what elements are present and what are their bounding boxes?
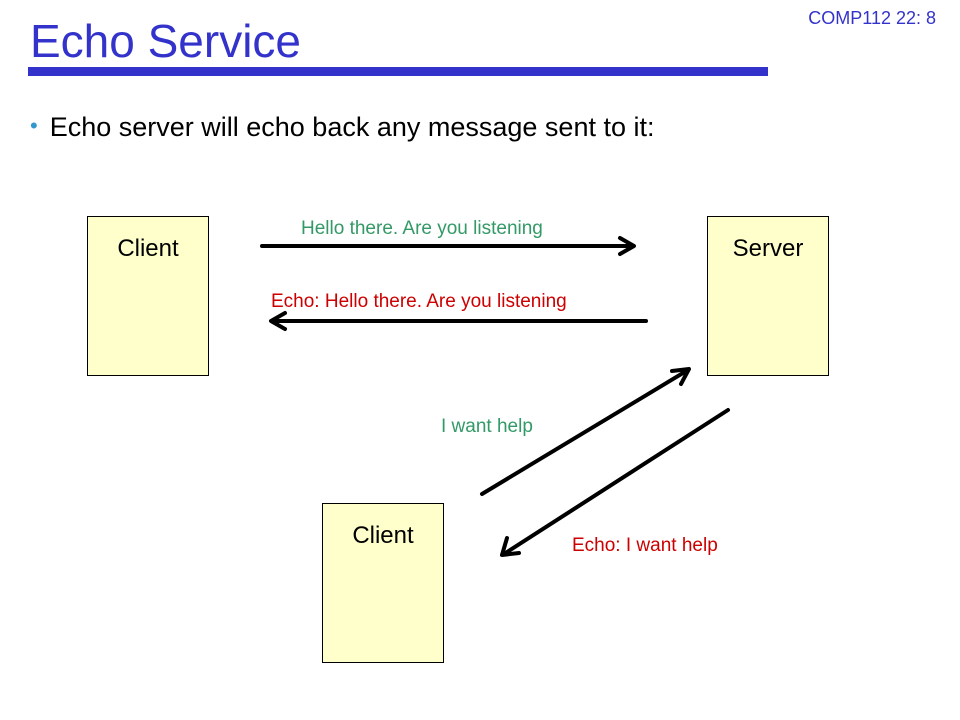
client-box-top: Client bbox=[87, 216, 209, 376]
client-label-bottom: Client bbox=[352, 522, 414, 549]
server-label: Server bbox=[732, 235, 804, 262]
arrow-client-to-server bbox=[260, 236, 636, 256]
server-box: Server bbox=[707, 216, 829, 376]
slide-title: Echo Service bbox=[30, 15, 302, 67]
echo-help: Echo: I want help bbox=[572, 535, 718, 556]
bullet-text: Echo server will echo back any message s… bbox=[49, 112, 655, 142]
client-box-bottom: Client bbox=[322, 503, 444, 663]
bullet-dot-icon: • bbox=[30, 113, 38, 138]
echo-hello: Echo: Hello there. Are you listening bbox=[271, 291, 567, 312]
client-label-top: Client bbox=[117, 235, 179, 262]
message-hello: Hello there. Are you listening bbox=[301, 218, 543, 239]
arrow-server-to-bottom-client bbox=[500, 408, 730, 557]
slide-number: COMP112 22: 8 bbox=[808, 8, 936, 28]
arrow-bottom-client-to-server bbox=[480, 367, 691, 496]
message-help: I want help bbox=[441, 416, 533, 437]
bullet-point: • Echo server will echo back any message … bbox=[30, 112, 655, 143]
arrow-server-to-client bbox=[269, 311, 648, 331]
title-underline bbox=[28, 67, 768, 76]
